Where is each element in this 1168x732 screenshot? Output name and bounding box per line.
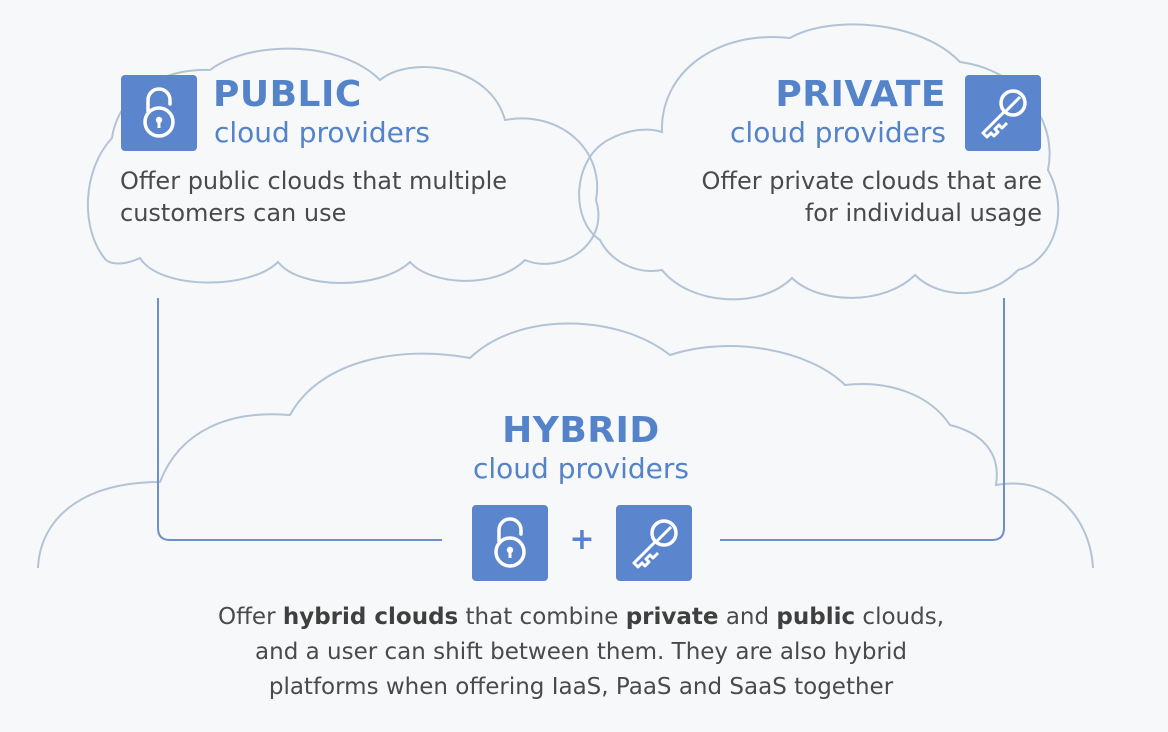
public-subtitle: cloud providers [214, 116, 430, 149]
private-cloud-outline [578, 23, 1060, 301]
hybrid-description: Offer hybrid clouds that combine private… [0, 600, 1162, 705]
hybrid-description-line-1: Offer hybrid clouds that combine private… [0, 600, 1162, 635]
public-title: PUBLIC [213, 74, 362, 115]
hybrid-desc-bold: private [625, 604, 719, 630]
hybrid-padlock-icon [472, 505, 548, 581]
public-padlock-icon [121, 75, 197, 151]
hybrid-description-line-2: and a user can shift between them. They … [255, 639, 907, 665]
private-connector-line [720, 298, 1005, 541]
hybrid-description-line-3: platforms when offering IaaS, PaaS and S… [268, 674, 894, 700]
private-description: Offer private clouds that are for indivi… [701, 167, 1042, 227]
hybrid-desc-text: and [718, 604, 777, 630]
public-cloud-outline [87, 47, 600, 284]
hybrid-cloud-outline [37, 322, 1094, 569]
hybrid-desc-text: clouds, [855, 604, 945, 630]
public-connector-line [157, 298, 442, 541]
padlock-icon [494, 517, 526, 568]
hybrid-desc-bold: hybrid clouds [282, 604, 459, 630]
hybrid-desc-text: Offer [217, 604, 283, 630]
hybrid-key-icon [616, 505, 692, 581]
hybrid-title: HYBRID [502, 410, 660, 451]
private-title: PRIVATE [775, 74, 946, 115]
public-description: Offer public clouds that multiple custom… [120, 167, 508, 227]
private-key-icon [965, 75, 1041, 151]
key-icon [981, 89, 1027, 139]
plus-sign: + [569, 522, 595, 557]
padlock-icon [143, 87, 175, 138]
hybrid-desc-bold: public [776, 604, 856, 630]
key-icon [632, 519, 678, 569]
hybrid-subtitle: cloud providers [473, 452, 689, 485]
hybrid-desc-text: that combine [458, 604, 626, 630]
private-subtitle: cloud providers [730, 116, 946, 149]
